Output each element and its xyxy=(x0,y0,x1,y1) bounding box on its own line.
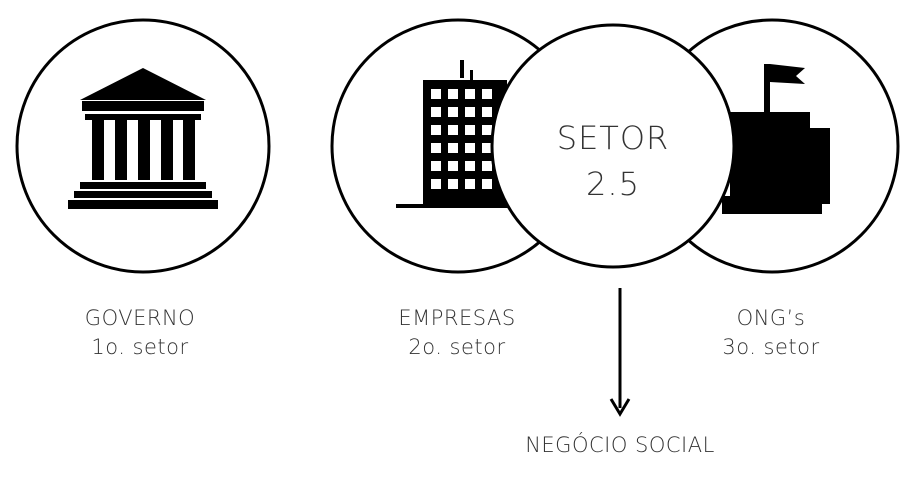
empresas-name: EMPRESAS xyxy=(398,306,516,330)
center-title-line1: SETOR xyxy=(556,119,670,157)
governo-name: GOVERNO xyxy=(84,306,196,330)
setor-2-5-circle xyxy=(490,23,736,269)
empresas-sub: 2o. setor xyxy=(408,335,506,359)
governo-label: GOVERNO 1o. setor xyxy=(40,304,240,362)
ong-sub: 3o. setor xyxy=(722,335,820,359)
ong-label: ONG’s 3o. setor xyxy=(671,304,871,362)
flag-building-icon xyxy=(722,64,830,214)
governo-sub: 1o. setor xyxy=(91,335,189,359)
down-arrow-icon xyxy=(609,288,631,417)
center-title-line2: 2.5 xyxy=(586,165,640,203)
ong-name: ONG’s xyxy=(736,306,806,330)
negocio-social-label: NEGÓCIO SOCIAL xyxy=(525,433,715,457)
empresas-label: EMPRESAS 2o. setor xyxy=(357,304,557,362)
government-building-icon xyxy=(68,68,218,209)
